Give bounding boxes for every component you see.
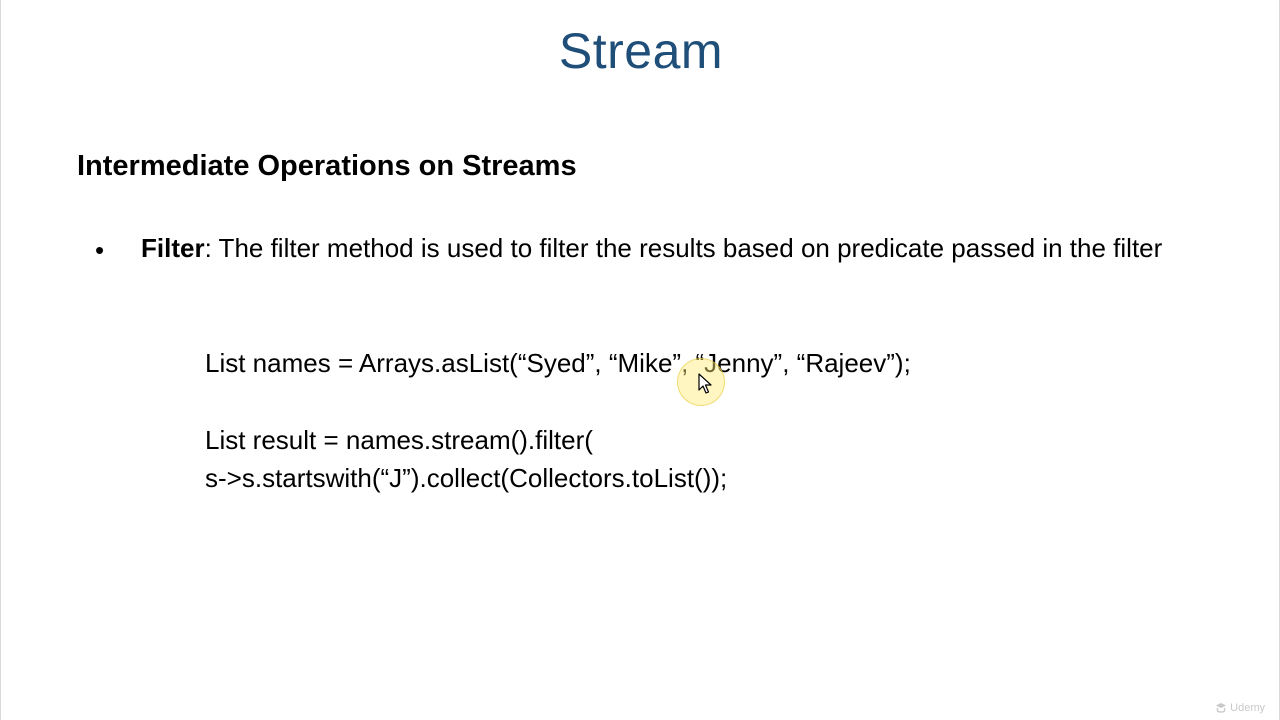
bullet-dot-icon: •	[95, 235, 105, 265]
code-line-3: s->s.startswith(“J”).collect(Collectors.…	[205, 463, 728, 493]
bullet-item: Filter: The filter method is used to fil…	[141, 229, 1231, 267]
bullet-description: : The filter method is used to filter th…	[204, 233, 1163, 263]
code-line-1: List names = Arrays.asList(“Syed”, “Mike…	[205, 348, 911, 378]
section-heading: Intermediate Operations on Streams	[77, 150, 577, 182]
slide-title: Stream	[558, 23, 724, 79]
udemy-logo-icon	[1216, 703, 1227, 713]
watermark-text: Udemy	[1230, 702, 1265, 714]
bullet-term: Filter	[141, 233, 205, 263]
mouse-pointer-icon	[698, 373, 712, 394]
watermark: Udemy	[1215, 702, 1265, 714]
cursor-highlight	[677, 358, 725, 406]
code-line-2: List result = names.stream().filter(	[205, 425, 593, 455]
